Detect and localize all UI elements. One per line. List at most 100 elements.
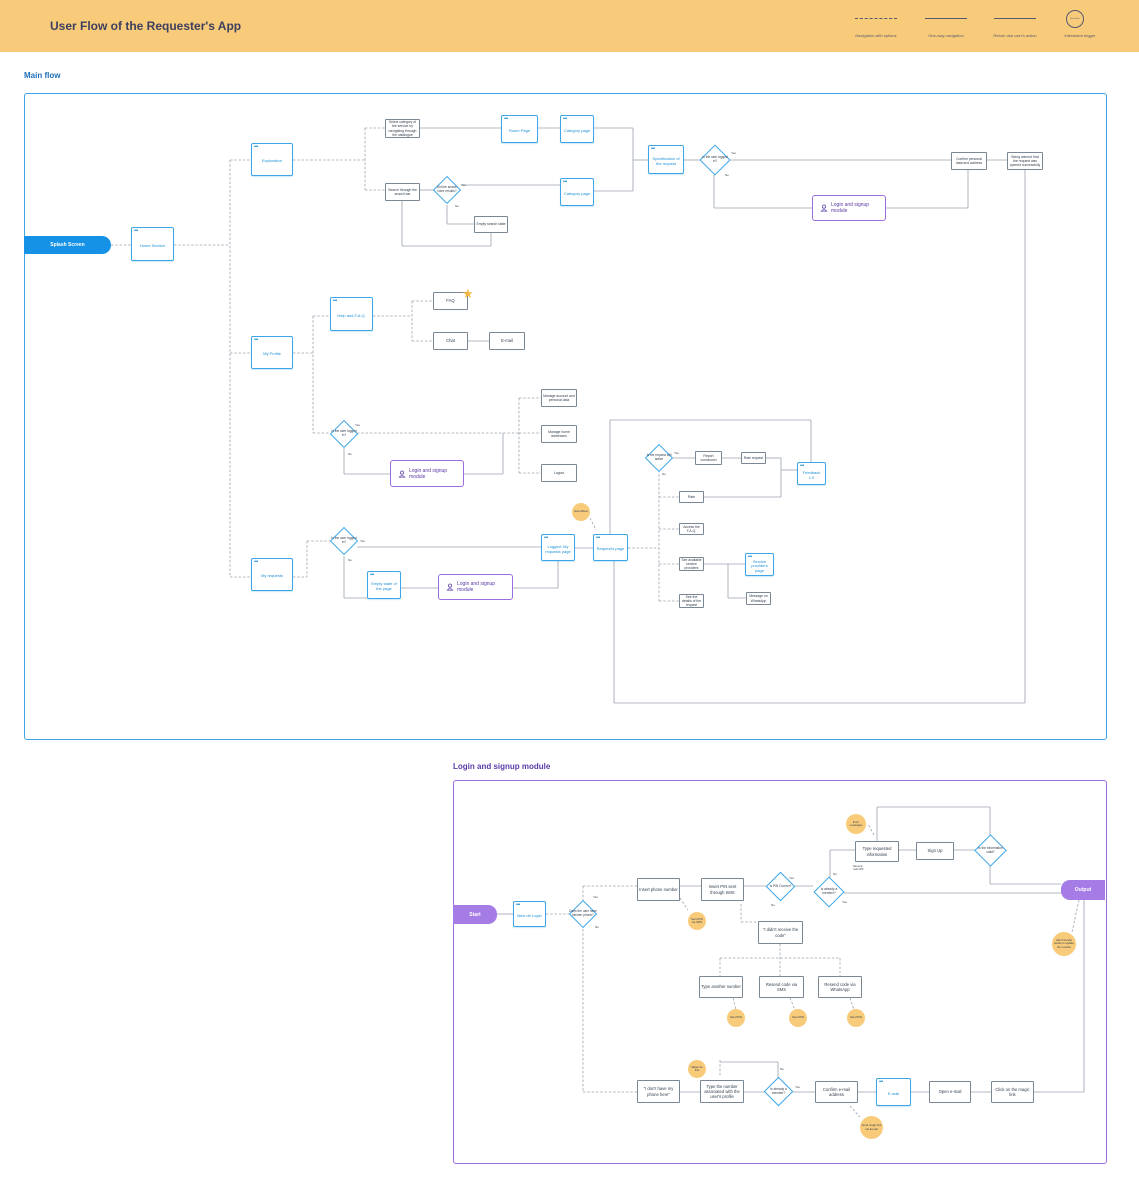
login-signup-module-2[interactable]: Login and signup module (390, 460, 464, 487)
service-providers-screen[interactable]: •••Service providers page (745, 553, 774, 576)
no-label: No (662, 472, 666, 476)
send-pin-bubble-1: Send PIN (727, 1009, 745, 1027)
search-results-decision: Did the search have results? (432, 175, 462, 205)
no-label: No (833, 872, 837, 876)
see-details-box: See the details of the request (679, 594, 704, 608)
being-warned-box: Being warned that the request was opened… (1007, 152, 1043, 170)
email-box: E-mail (489, 332, 525, 350)
legend-arrow-line (994, 18, 1036, 19)
window-dots-icon: ••• (333, 298, 337, 304)
header-bar: User Flow of the Requester's App Navigat… (0, 0, 1139, 52)
window-dots-icon: ••• (800, 463, 804, 469)
note-text: Name E-mail CPF (853, 865, 864, 872)
output-pill[interactable]: Output (1061, 880, 1105, 900)
no-label: No (771, 903, 775, 907)
feedback-screen[interactable]: •••Feedback 1.0 (797, 462, 826, 485)
main-flow-frame (24, 93, 1107, 740)
legend-trigger: interaction trigger (1045, 18, 1115, 38)
window-dots-icon: ••• (879, 1079, 883, 1085)
window-dots-icon: ••• (254, 559, 258, 565)
window-dots-icon: ••• (544, 535, 548, 541)
see-providers-box: See available service providers (679, 557, 704, 571)
window-dots-icon: ••• (651, 146, 655, 152)
insert-pin-box: Insert PIN sent through SMS (701, 878, 744, 901)
page-title: User Flow of the Requester's App (50, 19, 242, 33)
empty-state-screen[interactable]: •••Empty state of the page (367, 571, 401, 599)
yes-label: Yes (461, 183, 466, 187)
active-request-decision: Is the request still active (644, 443, 674, 473)
dont-have-phone-box: "I don't have my phone here" (637, 1080, 680, 1103)
rate-box: Rate (679, 491, 704, 503)
window-dots-icon: ••• (370, 572, 374, 578)
yes-label: Yes (355, 423, 360, 427)
logged-requests-screen[interactable]: •••Logged: My requests page (541, 534, 575, 561)
new-login-screen[interactable]: •••New de Login (513, 901, 546, 927)
send-pin-bubble-2: Send PIN (789, 1009, 807, 1027)
send-pin-sms-bubble: Send PIN via SMS (688, 912, 706, 930)
magic-link-bubble: Magic de link (688, 1060, 706, 1078)
home-section-screen[interactable]: •••Home Section (131, 227, 174, 261)
exploration-screen[interactable]: •••Exploration (251, 143, 293, 176)
my-requests-screen[interactable]: •••My requests (251, 558, 293, 591)
category-page-screen-1[interactable]: •••Category page (560, 115, 594, 143)
window-dots-icon: ••• (504, 116, 508, 122)
sign-up-box: Sign Up (916, 842, 954, 860)
login-signup-module-3[interactable]: Login and signup module (438, 574, 513, 600)
send-magic-bubble: Send magic link via E-mail (860, 1116, 883, 1139)
legend-label: Navigation with options (855, 33, 897, 38)
info-valid-decision: Is the information valid? (974, 834, 1007, 867)
given-next-bubble: Given/Next (572, 503, 590, 521)
window-dots-icon: ••• (563, 179, 567, 185)
room-page-screen[interactable]: •••Room Page (501, 115, 538, 143)
star-icon: ★ (462, 286, 474, 301)
search-bar-box: Search through the search bar (385, 183, 420, 201)
login-module-title: Login and signup module (453, 762, 551, 771)
window-dots-icon: ••• (134, 228, 138, 234)
specification-screen[interactable]: •••Specification of the request (648, 145, 684, 174)
yes-label: Yes (674, 451, 679, 455)
requests-page-screen[interactable]: •••Request's page (593, 534, 628, 561)
login-signup-module-1[interactable]: Login and signup module (812, 195, 886, 221)
manage-home-box: Manage home addresses (541, 425, 577, 443)
category-page-screen-2[interactable]: •••Category page (560, 178, 594, 206)
yes-label: Yes (731, 151, 736, 155)
yes-label: Yes (593, 895, 598, 899)
legend-dashed-line (855, 18, 897, 19)
legend-trigger-circle: Given/Next (1066, 10, 1084, 28)
help-faq-screen[interactable]: •••Help and F.A.Q. (330, 297, 373, 331)
email-screen[interactable]: •••E-mail (876, 1078, 911, 1106)
type-number-box: Type the number associated with the user… (700, 1080, 744, 1103)
yes-label: Yes (795, 1085, 800, 1089)
start-pill[interactable]: Start (453, 905, 497, 924)
type-requested-box: Type requested information (855, 841, 899, 862)
send-pin-bubble-3: Send PIN (847, 1009, 865, 1027)
report-conclusion-box: Report conclusion (695, 451, 722, 465)
legend-label: One-way navigation (928, 33, 964, 38)
user-icon (398, 470, 406, 478)
window-dots-icon: ••• (254, 337, 258, 343)
window-dots-icon: ••• (596, 535, 600, 541)
type-another-box: Type another number (699, 976, 743, 998)
user-icon (446, 583, 454, 591)
no-label: No (348, 452, 352, 456)
resend-sms-box: Resend code via SMS (759, 976, 804, 998)
splash-screen[interactable]: Splash Screen (24, 236, 111, 254)
confirm-data-box: Confirm personal data and address (951, 152, 987, 170)
no-label: No (595, 925, 599, 929)
resend-whatsapp-box: Resend code via WhatsApp (818, 976, 862, 998)
user-icon (820, 204, 828, 212)
logged-in-decision-3: Is the user logged in? (329, 526, 359, 556)
no-label: No (455, 204, 459, 208)
my-profile-screen[interactable]: •••My Profile (251, 336, 293, 369)
legend-label: interaction trigger (1064, 33, 1096, 38)
click-magic-box: Click on the magic link (991, 1081, 1034, 1103)
yes-label: Yes (789, 876, 794, 880)
legend-solid-line (925, 18, 967, 19)
legend-one-way: One-way navigation (911, 18, 981, 38)
empty-search-box: Empty search state (474, 216, 508, 233)
window-dots-icon: ••• (748, 554, 752, 560)
legend-label: Return due user's action (993, 33, 1037, 38)
member-decision-1: Is already a member? (813, 876, 845, 908)
pin-correct-decision: Is PIN Correct? (765, 871, 796, 902)
didnt-receive-box: "I didn't receive the code" (758, 921, 803, 944)
